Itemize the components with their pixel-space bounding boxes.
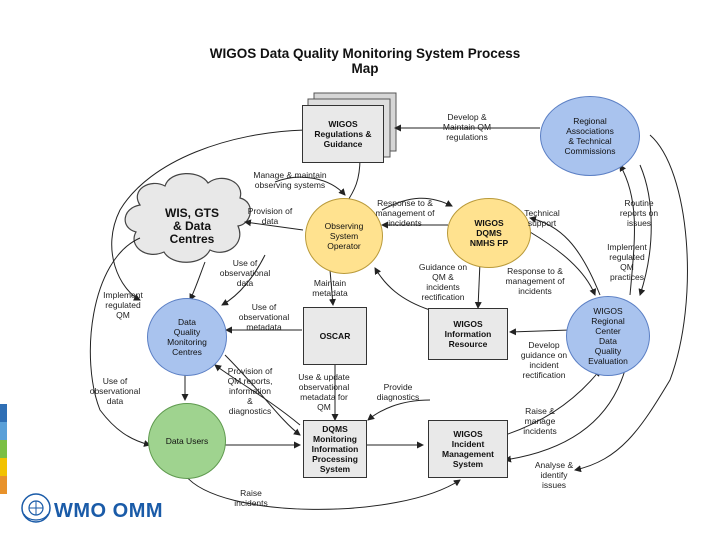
label-response-management: Response to & management of incidents [505, 266, 565, 296]
brand-stripe [0, 404, 7, 494]
arrow-raise-incidents [184, 474, 461, 510]
label-provision-data: Provision of data [247, 206, 293, 226]
arrow-regulations-dqmc [111, 129, 306, 301]
wis-gts-node: WIS, GTS & Data Centres [165, 205, 219, 246]
label-provision-qm: Provision of QM reports, information & d… [227, 366, 273, 416]
arrow-right-loop [574, 134, 688, 473]
arrow-regional-nmhs [529, 215, 601, 296]
arrow-nmhs-regional [529, 231, 597, 296]
dqms-processing-node: DQMS Monitoring Information Processing S… [303, 420, 367, 478]
arrow-operator-nmhs [381, 197, 453, 211]
arrow-wis-datausers [89, 237, 151, 447]
brand-stripe-segment [0, 404, 7, 422]
arrow-incident-regional [504, 369, 601, 436]
observing-operator-node: Observing System Operator [305, 198, 383, 274]
label-raise-manage: Raise & manage incidents [523, 406, 557, 436]
label-manage-maintain: Manage & maintain observing systems [253, 170, 327, 190]
label-use-obs-metadata: Use of observational metadata [238, 302, 290, 332]
diagram-title: WIGOS Data Quality Monitoring System Pro… [209, 46, 521, 76]
arrow-provide-diagnostics [367, 399, 431, 421]
label-use-update: Use & update observational metadata for … [298, 372, 350, 412]
label-use-obs-data-users: Use of observational data [89, 376, 141, 406]
label-response-incidents: Response to & management of incidents [375, 198, 435, 228]
arrow-wis-dqmc [189, 261, 206, 301]
arrow-nmhs-info [474, 261, 482, 309]
brand-stripe-segment [0, 458, 7, 476]
arrow-dqms-dqmc [214, 364, 301, 426]
info-resource-node: WIGOS Information Resource [428, 308, 508, 360]
label-analyse-identify: Analyse & identify issues [534, 460, 574, 490]
label-guidance-qm: Guidance on QM & incidents rectification [418, 262, 468, 302]
wigos-regulations-node: WIGOS Regulations & Guidance [302, 105, 384, 163]
brand-stripe-segment [0, 476, 7, 494]
arrow-info-operator [374, 267, 431, 311]
dq-centres-node: Data Quality Monitoring Centres [147, 298, 227, 376]
regional-center-node: WIGOS Regional Center Data Quality Evalu… [566, 296, 650, 376]
wmo-logo-text: WMO OMM [54, 500, 164, 522]
wis-gts-cloud-shape [124, 173, 251, 263]
arrow-implement-practices [619, 164, 635, 296]
arrow-use-obs-data [221, 254, 266, 306]
label-raise-incidents: Raise incidents [234, 488, 268, 508]
oscar-node: OSCAR [303, 307, 367, 365]
label-routine-reports: Routine reports on issues [619, 198, 659, 228]
arrow-routine-reports [638, 164, 652, 296]
arrows-group [89, 124, 688, 510]
label-develop-maintain: Develop & Maintain QM regulations [442, 112, 492, 142]
regional-associations-node: Regional Associations & Technical Commis… [540, 96, 640, 176]
wmo-emblem-icon [21, 493, 51, 523]
label-use-obs-data-wis: Use of observational data [219, 258, 271, 288]
label-implement-regional: Implement regulated QM practices [607, 242, 647, 282]
arrow-regional-incident [504, 369, 626, 463]
brand-stripe-segment [0, 440, 7, 458]
arrow-operator-oscar [329, 269, 336, 306]
label-provide-diagnostics: Provide diagnostics [376, 382, 420, 402]
brand-stripe-segment [0, 422, 7, 440]
data-users-node: Data Users [148, 403, 226, 479]
arrow-operator-wis [244, 219, 304, 231]
label-implement-qm: Implement regulated QM [103, 290, 143, 320]
arrow-regional-info [509, 328, 571, 336]
incident-management-node: WIGOS Incident Management System [428, 420, 508, 478]
arrow-dqmc-dqms [224, 354, 301, 436]
label-technical-support: Technical support [524, 208, 560, 228]
arrow-manage-maintain [274, 176, 346, 196]
label-maintain-metadata: Maintain metadata [312, 278, 348, 298]
wigos-nmhs-node: WIGOS DQMS NMHS FP [447, 198, 531, 268]
label-develop-guidance: Develop guidance on incident rectificati… [520, 340, 568, 380]
